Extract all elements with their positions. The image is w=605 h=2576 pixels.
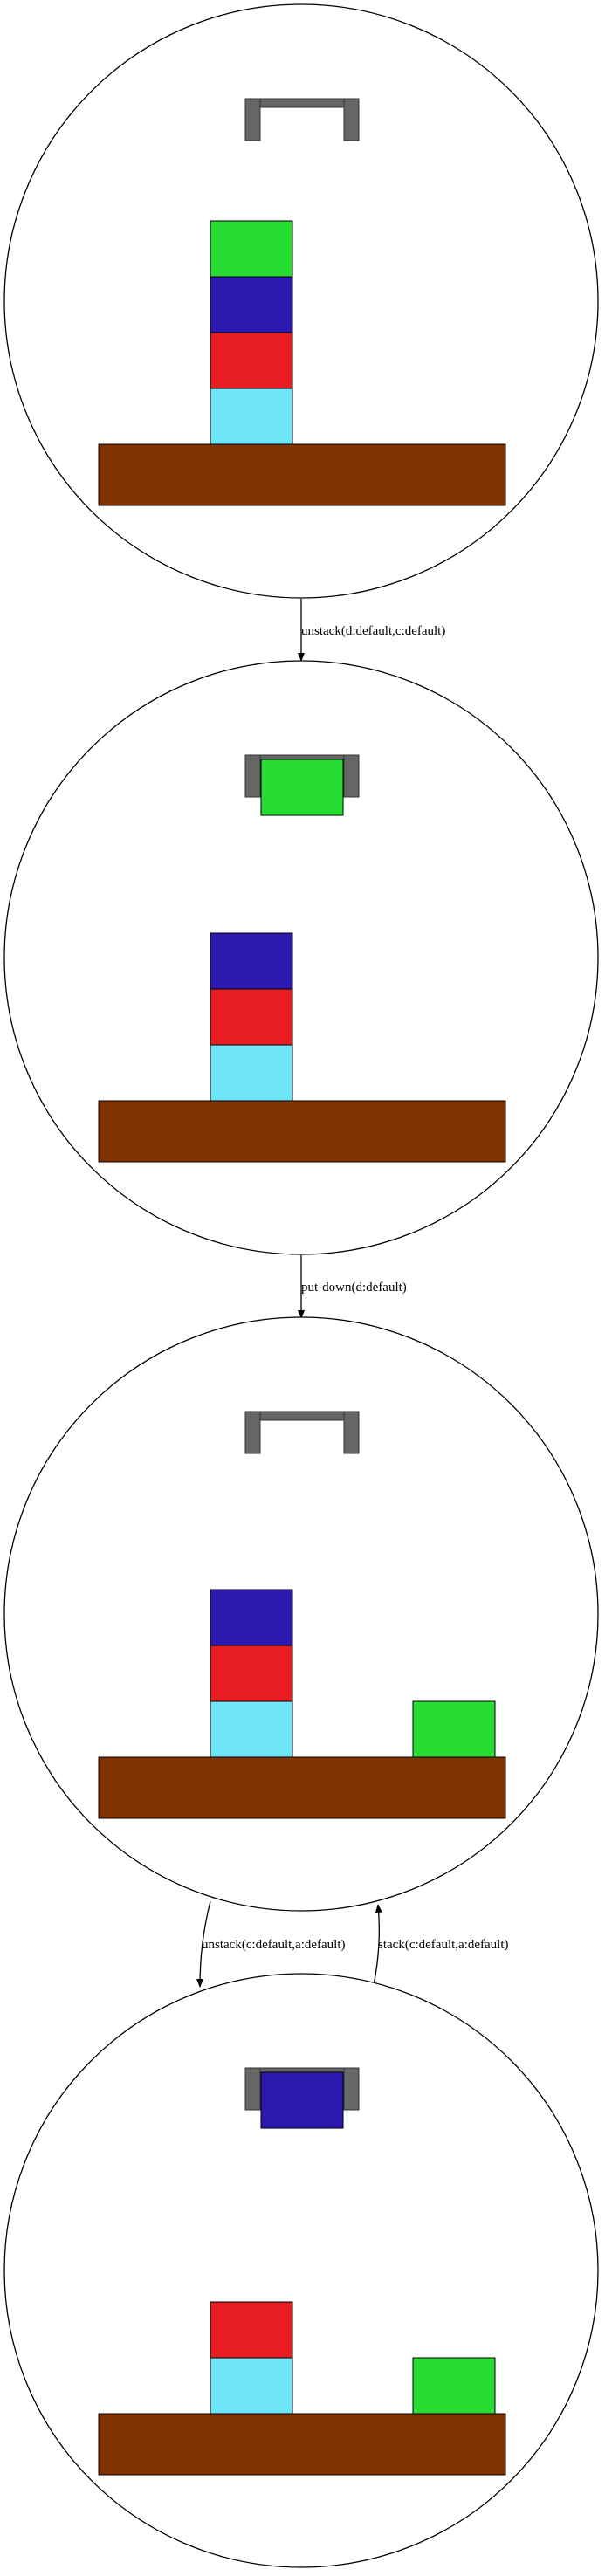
- state-circle: [3, 660, 599, 1255]
- gripper-bar: [244, 98, 360, 108]
- state-circle: [3, 3, 599, 599]
- block-c: [210, 276, 293, 333]
- gripper-left-finger: [244, 1411, 261, 1454]
- table: [98, 2413, 506, 2476]
- block-c-held: [260, 2071, 344, 2129]
- block-d: [412, 1700, 496, 1758]
- block-a: [210, 388, 293, 445]
- table: [98, 443, 506, 506]
- edge-line: [373, 1904, 382, 1986]
- block-a: [210, 2357, 293, 2415]
- gripper-left-finger: [244, 98, 261, 141]
- table: [98, 1756, 506, 1819]
- edge-unstack-c-a: unstack(c:default,a:default): [196, 1900, 346, 1988]
- edge-stack-c-a: stack(c:default,a:default): [373, 1904, 509, 1986]
- block-d: [412, 2357, 496, 2415]
- edge-unstack-d-c: unstack(d:default,c:default): [298, 599, 445, 662]
- block-b: [210, 1645, 293, 1702]
- block-c: [210, 1589, 293, 1646]
- edge-label: unstack(d:default,c:default): [301, 624, 445, 638]
- state-2: [3, 660, 599, 1255]
- gripper-right-finger: [343, 754, 360, 798]
- state-circle: [3, 1973, 599, 2568]
- block-c: [210, 932, 293, 990]
- table: [98, 1100, 506, 1163]
- gripper-right-finger: [343, 98, 360, 141]
- block-b: [210, 988, 293, 1046]
- gripper: [244, 98, 360, 141]
- gripper-right-finger: [343, 1411, 360, 1454]
- block-b: [210, 332, 293, 389]
- state-circle: [3, 1316, 599, 1912]
- state-3: [3, 1316, 599, 1912]
- gripper-left-finger: [244, 2067, 261, 2111]
- gripper: [244, 1411, 360, 1454]
- edge-label: stack(c:default,a:default): [378, 1938, 509, 1952]
- block-d-held: [260, 759, 344, 816]
- block-d: [210, 220, 293, 278]
- gripper-bar: [244, 1411, 360, 1421]
- state-1: [3, 3, 599, 599]
- edge-label: unstack(c:default,a:default): [202, 1938, 346, 1952]
- edge-line: [196, 1900, 211, 1988]
- states-layer: [3, 3, 599, 2568]
- gripper-left-finger: [244, 754, 261, 798]
- block-a: [210, 1044, 293, 1102]
- block-b: [210, 2301, 293, 2359]
- gripper-right-finger: [343, 2067, 360, 2111]
- edge-label: put-down(d:default): [301, 1281, 407, 1295]
- edge-put-down-d: put-down(d:default): [298, 1255, 407, 1319]
- block-a: [210, 1700, 293, 1758]
- state-4: [3, 1973, 599, 2568]
